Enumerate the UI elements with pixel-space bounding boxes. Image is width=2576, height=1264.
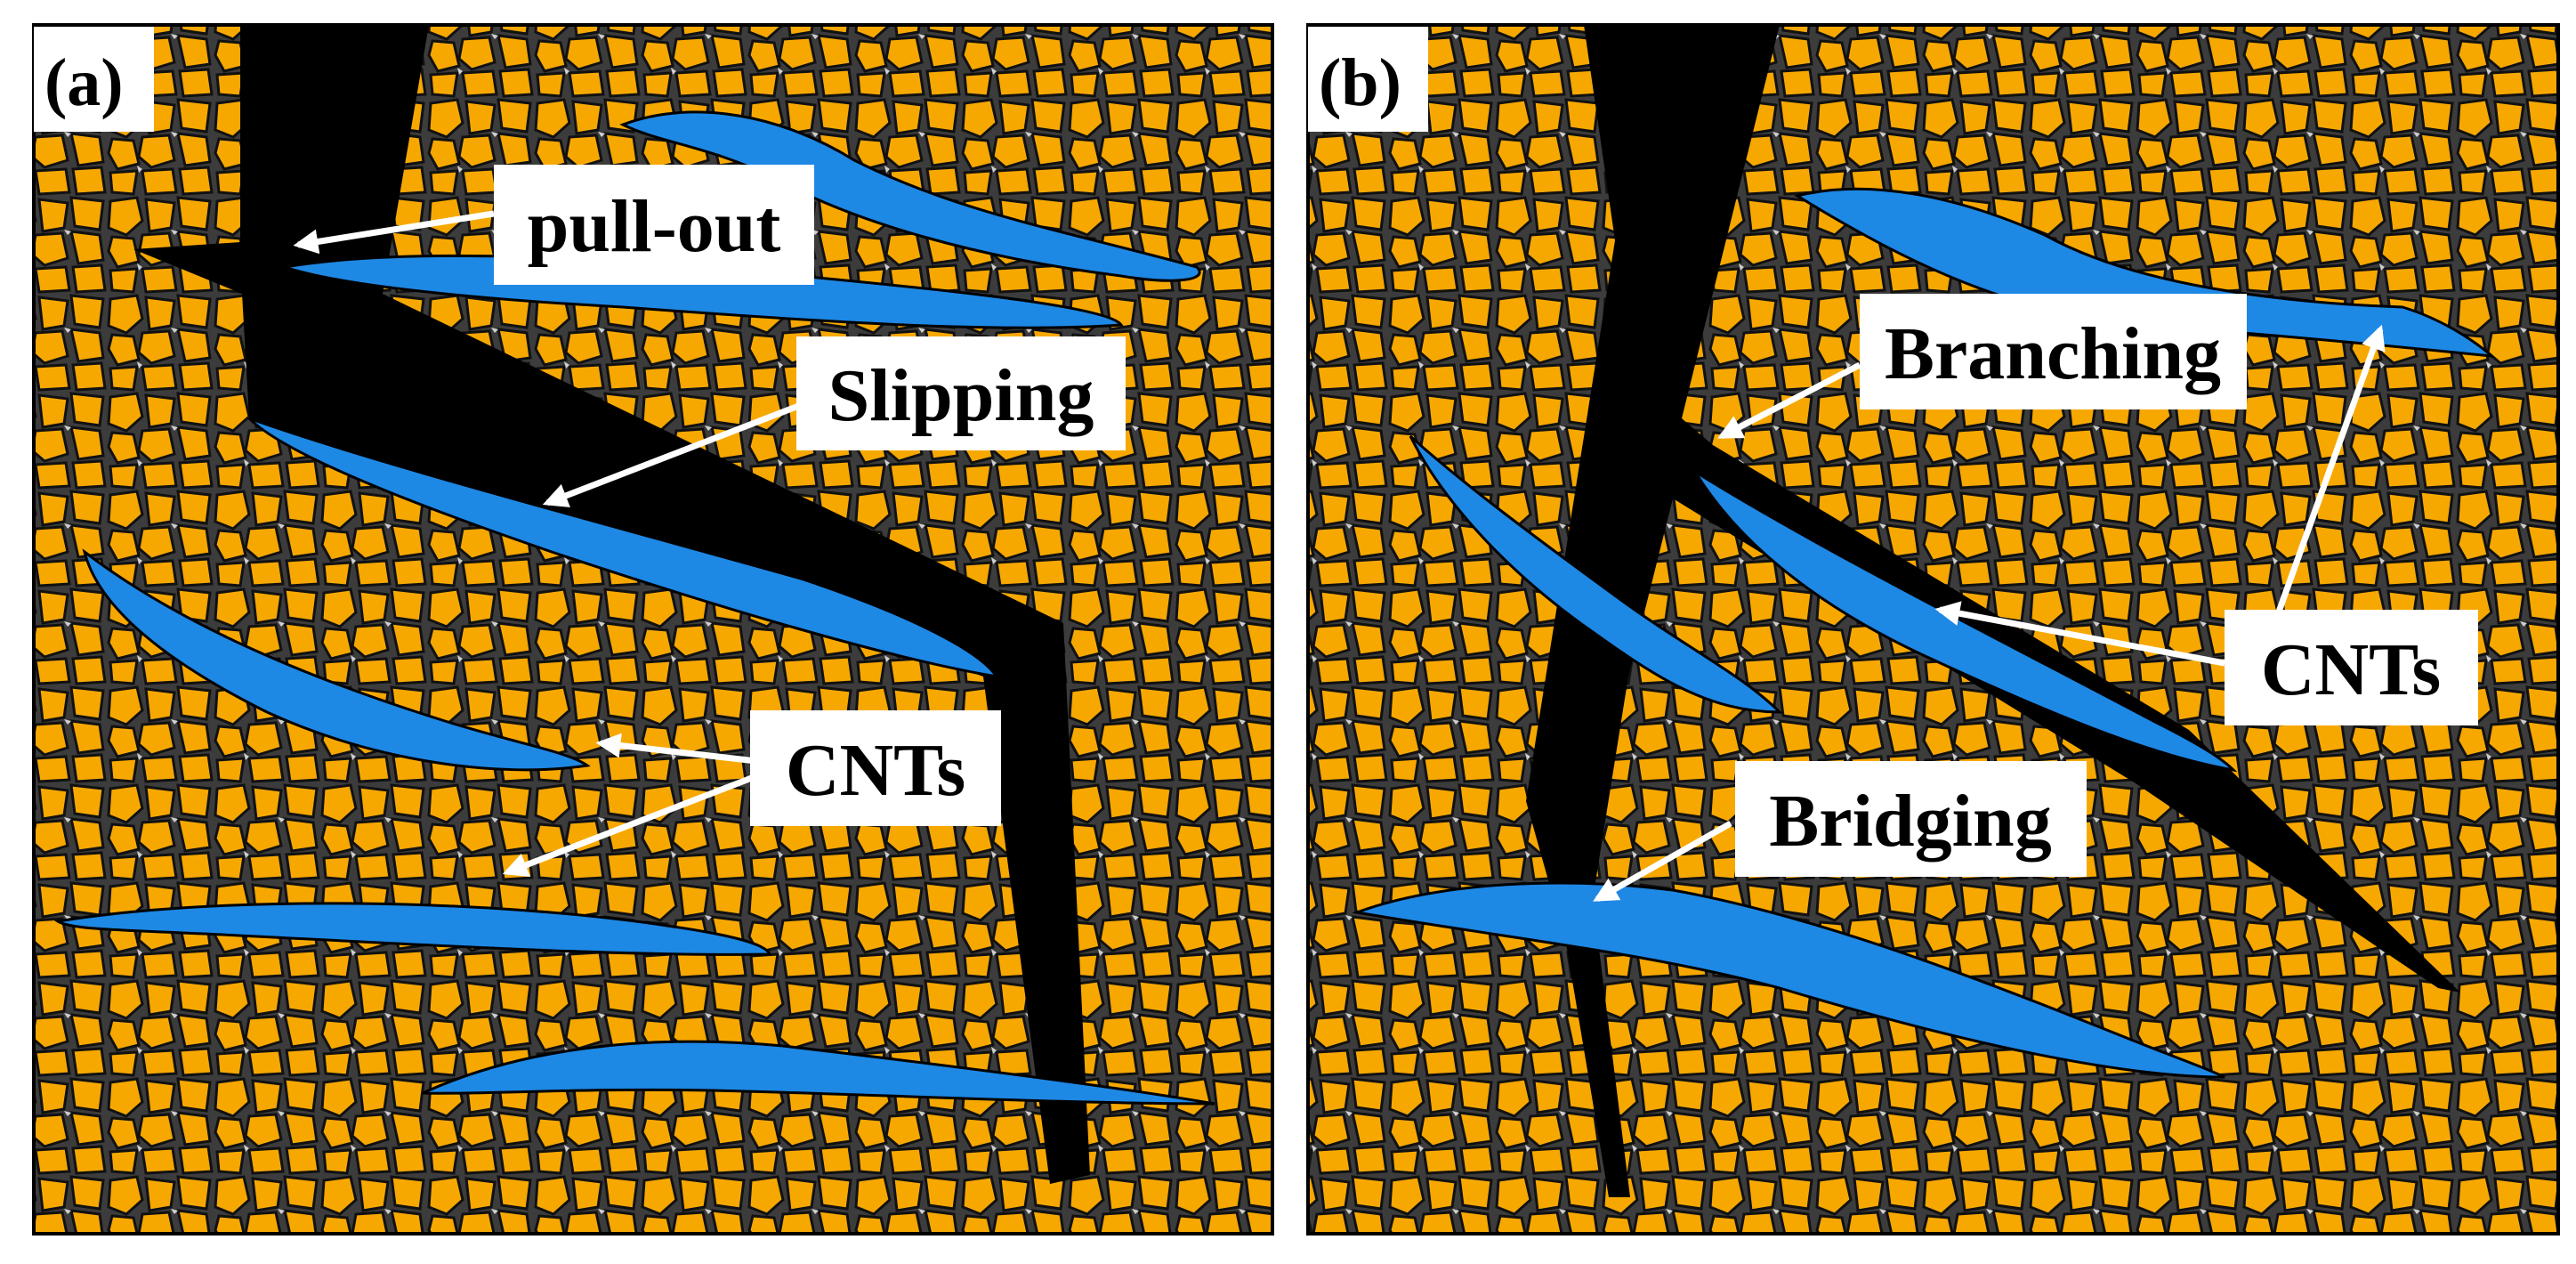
panel-b: (b) Branching CNTs Bridging [1306, 23, 2560, 1236]
cnt-a5 [53, 902, 772, 956]
arrow-cnts-b2 [2274, 324, 2386, 616]
cnt-b2 [1409, 434, 1783, 714]
cnt-a6 [422, 1040, 1215, 1106]
branching-label-box [1860, 294, 2247, 409]
cnt-b3 [1693, 470, 2238, 773]
pullout-label-box [494, 165, 814, 285]
arrow-cnts-a1 [595, 733, 757, 765]
panel-a-tag: (a) [44, 45, 124, 120]
arrow-branching [1717, 361, 1861, 440]
arrow-slipping [542, 401, 803, 507]
slipping-label-box [796, 336, 1126, 450]
panel-a-crack [133, 25, 1090, 1184]
panel-b-crack [1526, 25, 2460, 1197]
cnts-a-label-box [750, 710, 1001, 826]
arrow-cnts-a2 [502, 771, 763, 877]
panel-b-arrows [1593, 324, 2386, 903]
cnts-b-label-box [2225, 610, 2478, 725]
cnt-a3 [247, 417, 1000, 679]
arrow-pullout [293, 210, 495, 255]
arrow-bridging [1593, 820, 1732, 903]
panel-b-tag: (b) [1319, 45, 1401, 120]
bridging-label-box [1735, 761, 2087, 877]
panel-b-tag-box [1308, 27, 1428, 132]
panel-b-cnts [1352, 187, 2496, 1079]
panel-a-arrows [293, 210, 803, 877]
cnt-a4 [82, 548, 591, 772]
panel-a: (a) pull-out Slipping CNTs [32, 23, 1274, 1236]
cnts-a-label: CNTs [786, 729, 965, 812]
panel-a-tag-box [34, 27, 154, 132]
slipping-label: Slipping [828, 354, 1094, 437]
cnts-b-label: CNTs [2261, 628, 2441, 711]
arrow-cnts-b1 [1934, 601, 2225, 667]
bridging-label: Bridging [1769, 780, 2051, 863]
cnt-b4 [1352, 881, 2225, 1079]
panel-a-cnts [53, 110, 1215, 1106]
pullout-label: pull-out [528, 185, 781, 268]
branching-label: Branching [1885, 312, 2221, 395]
